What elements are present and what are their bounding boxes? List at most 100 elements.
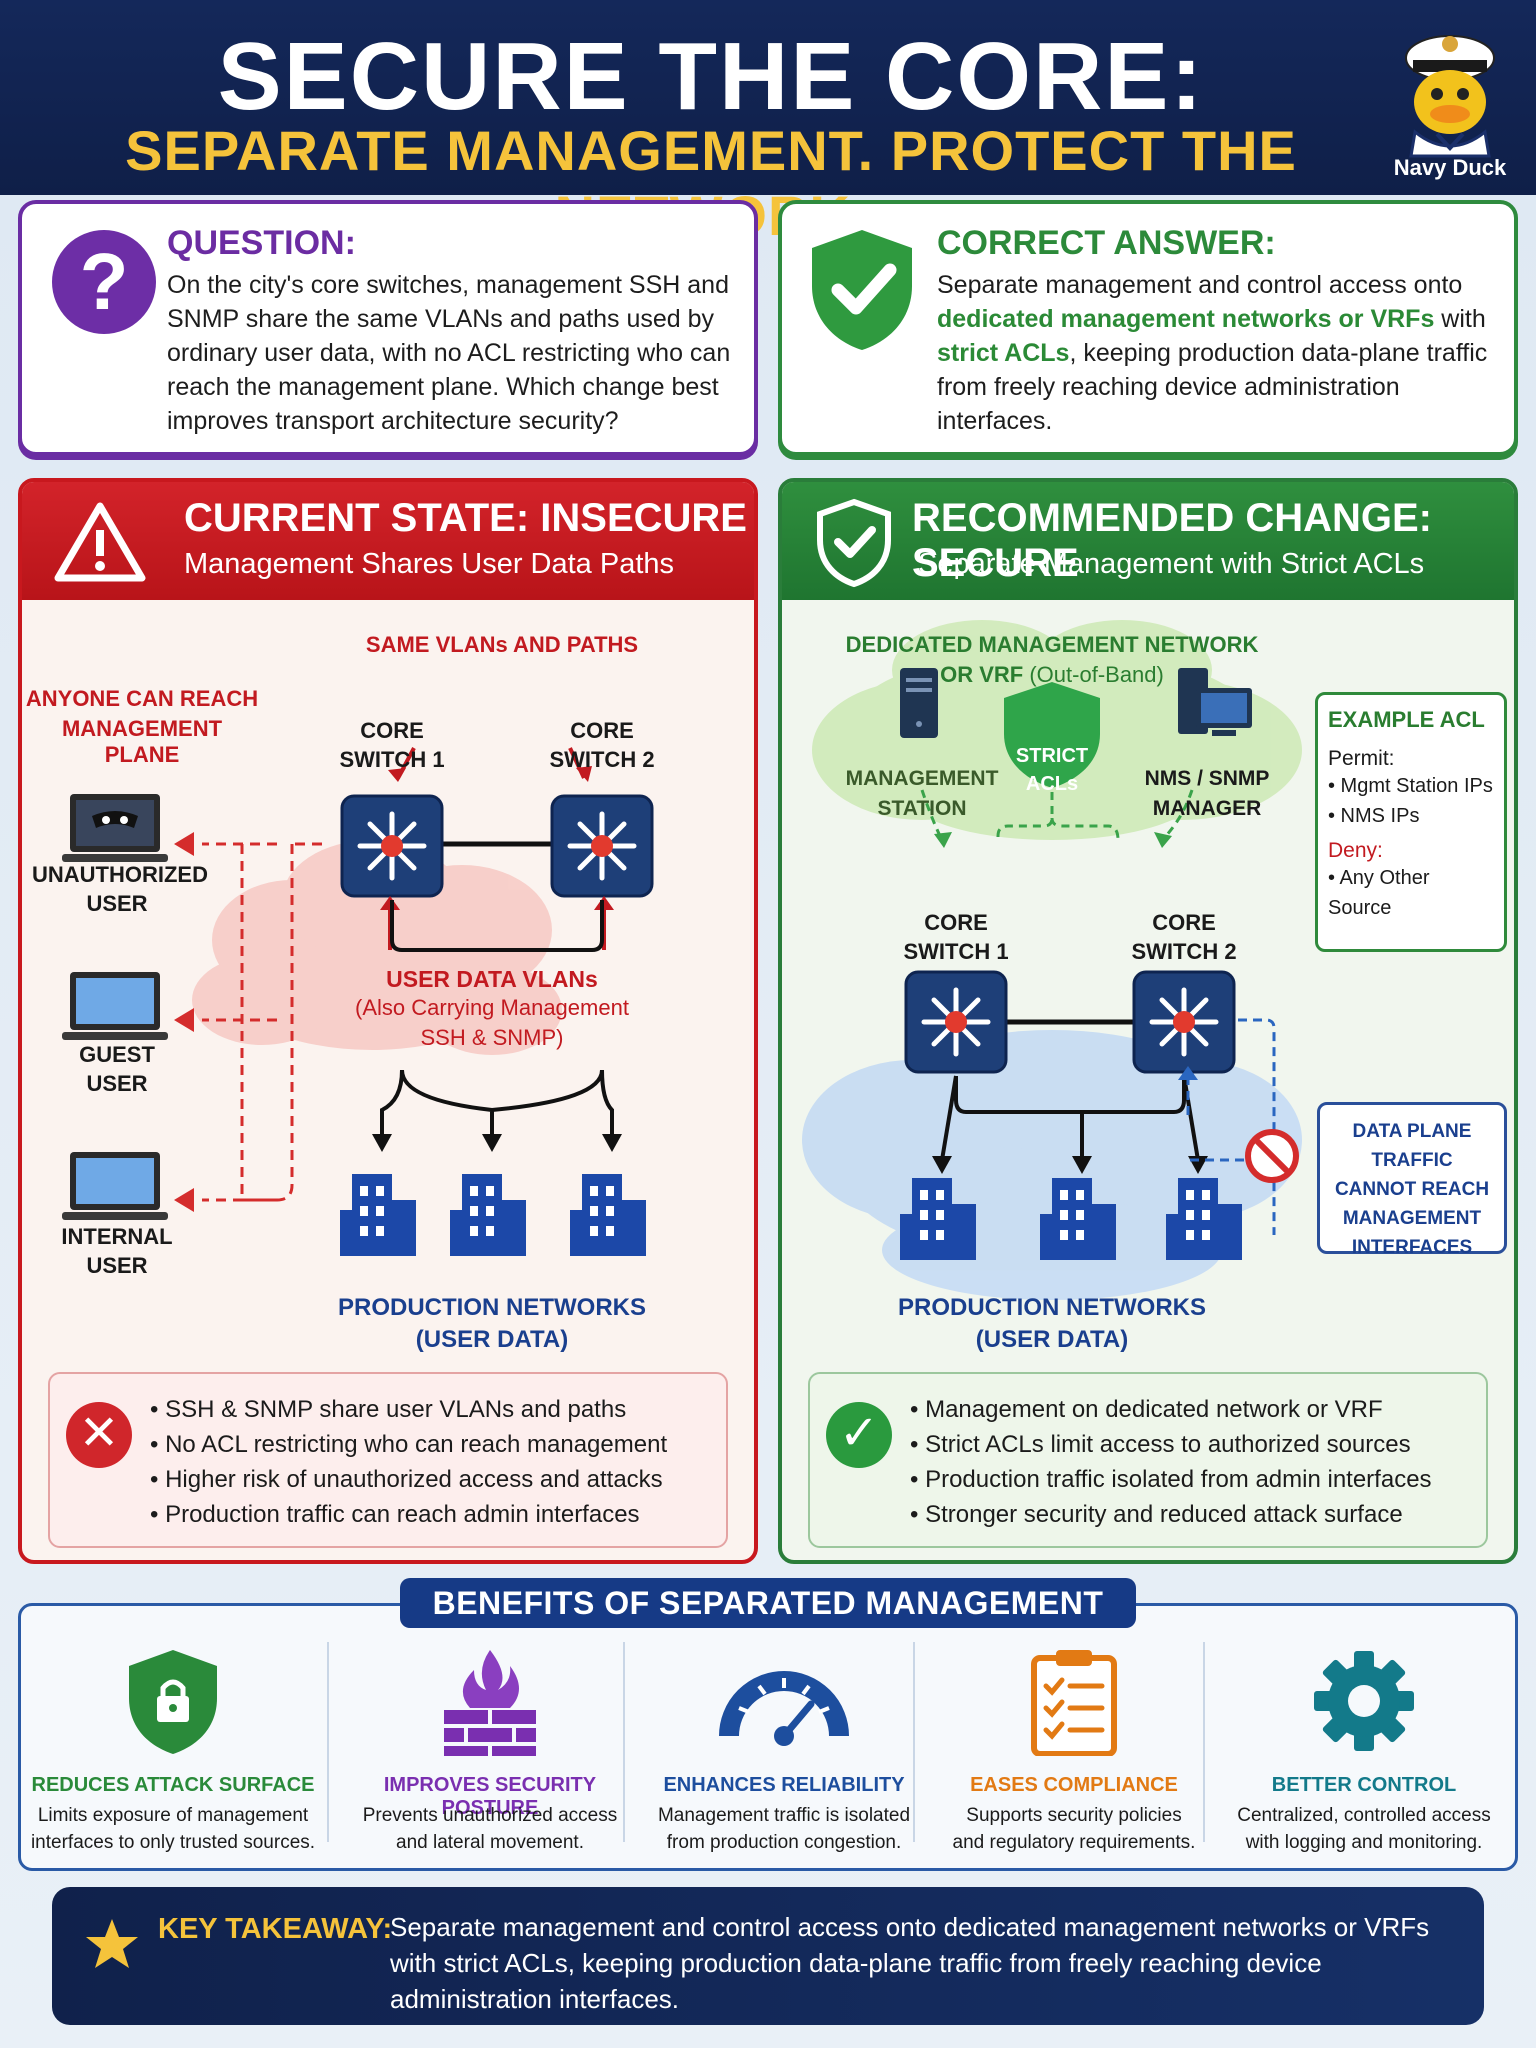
recommended-change-panel: RECOMMENDED CHANGE: SECURE Separate Mana…: [778, 478, 1518, 1564]
management-network-label: DEDICATED MANAGEMENT NETWORK OR VRF (Out…: [842, 630, 1262, 690]
navy-duck-mascot-icon: [1405, 35, 1495, 158]
benefit-title: IMPROVES SECURITY POSTURE: [383, 1774, 597, 1819]
benefits-heading: BENEFITS OF SEPARATED MANAGEMENT: [400, 1578, 1136, 1628]
user-label-line2: USER: [86, 1253, 148, 1278]
benefit-title: ENHANCES RELIABILITY: [663, 1774, 905, 1796]
recommended-subtitle: Separate Management with Strict ACLs: [918, 548, 1425, 580]
internal-user-laptop-icon: [62, 1152, 168, 1220]
key-takeaway-label: KEY TAKEAWAY:: [158, 1913, 393, 1945]
answer-heading: CORRECT ANSWER:: [937, 224, 1276, 262]
benefit-enhances-reliability: ENHANCES RELIABILITY Management traffic …: [637, 1606, 931, 1874]
insecure-network-diagram: [62, 747, 654, 1256]
data-plane-line: MANAGEMENT: [1342, 1208, 1482, 1229]
benefit-desc-line: with logging and monitoring.: [1245, 1832, 1483, 1853]
cloud-subtitle-line2: SSH & SNMP): [420, 1025, 564, 1050]
production-label-line1: PRODUCTION NETWORKS: [898, 1294, 1206, 1321]
warning-icon: [54, 502, 146, 582]
current-state-header: CURRENT STATE: INSECURE Management Share…: [22, 482, 754, 600]
answer-text-part: with: [1434, 305, 1486, 333]
blocked-icon: [1245, 1129, 1299, 1183]
core-switch-1-icon: [340, 794, 444, 898]
insecure-bullet-list: SSH & SNMP share user VLANs and paths No…: [150, 1392, 720, 1532]
benefit-desc-line: Prevents unauthorized access: [362, 1805, 618, 1826]
secure-bullet: Stronger security and reduced attack sur…: [910, 1497, 1480, 1532]
acl-permit-label: Permit:: [1328, 747, 1395, 770]
benefit-better-control: BETTER CONTROL Centralized, controlled a…: [1217, 1606, 1511, 1874]
mgmt-net-line1: DEDICATED MANAGEMENT NETWORK: [845, 632, 1259, 657]
management-station-label: MANAGEMENT STATION: [822, 764, 1022, 824]
answer-text-part: Separate management and control access o…: [937, 271, 1463, 299]
benefit-desc-line: from production congestion.: [666, 1832, 902, 1853]
insecure-bullet: Higher risk of unauthorized access and a…: [150, 1462, 720, 1497]
anyone-label-line2: MANAGEMENT PLANE: [61, 716, 223, 767]
firewall-icon: [444, 1650, 536, 1756]
recommended-title: RECOMMENDED CHANGE: SECURE: [912, 496, 1432, 585]
switch-1-label: CORE SWITCH 1: [322, 716, 462, 774]
station-label-line1: MANAGEMENT: [845, 767, 999, 790]
strict-label-line1: STRICT: [1015, 745, 1089, 767]
nms-label-line2: MANAGER: [1152, 797, 1262, 820]
divider: [913, 1642, 915, 1842]
secure-switch-1-label: CORE SWITCH 1: [886, 908, 1026, 966]
benefit-desc-line: Limits exposure of management: [37, 1805, 309, 1826]
secure-bullet: Strict ACLs limit access to authorized s…: [910, 1427, 1480, 1462]
current-state-title: CURRENT STATE: INSECURE: [184, 496, 747, 540]
station-label-line2: STATION: [877, 797, 967, 820]
gauge-icon: [719, 1671, 849, 1746]
switch-1-label-line1: CORE: [924, 910, 988, 935]
secure-network-diagram: [802, 620, 1302, 1300]
current-state-subtitle: Management Shares User Data Paths: [184, 548, 675, 580]
question-heading: QUESTION:: [167, 224, 356, 262]
acl-permit-item: • NMS IPs: [1328, 805, 1420, 827]
question-card: ? QUESTION: On the city's core switches,…: [18, 200, 758, 456]
acl-permit-item: • Mgmt Station IPs: [1328, 775, 1493, 797]
answer-card: CORRECT ANSWER: Separate management and …: [778, 200, 1518, 456]
secure-bullet-list: Management on dedicated network or VRF S…: [910, 1392, 1480, 1532]
secure-core-switch-2-icon: [1132, 970, 1236, 1074]
switch-1-label-line2: SWITCH 1: [339, 747, 445, 772]
error-x-icon: ✕: [66, 1402, 132, 1468]
gear-icon: [1314, 1651, 1414, 1751]
benefit-title: REDUCES ATTACK SURFACE: [31, 1774, 315, 1796]
data-plane-line: INTERFACES: [1351, 1237, 1473, 1258]
check-circle-icon: ✓: [826, 1402, 892, 1468]
current-state-panel: CURRENT STATE: INSECURE Management Share…: [18, 478, 758, 1564]
answer-text-part: , keeping production data-plane traffic …: [937, 339, 1488, 435]
secure-production-networks-label: PRODUCTION NETWORKS (USER DATA): [872, 1292, 1232, 1356]
mgmt-net-line2: OR VRF: [940, 662, 1030, 687]
answer-highlight-acls: strict ACLs: [937, 339, 1070, 367]
insecure-bullet: SSH & SNMP share user VLANs and paths: [150, 1392, 720, 1427]
production-buildings-icon: [340, 1174, 646, 1256]
benefit-improves-security-posture: IMPROVES SECURITY POSTURE Prevents unaut…: [343, 1606, 637, 1874]
switch-1-label-line1: CORE: [360, 718, 424, 743]
switch-1-label-line2: SWITCH 1: [903, 939, 1009, 964]
check-shield-outline-icon: [817, 498, 891, 588]
question-mark-icon: ?: [52, 230, 156, 334]
secure-summary-box: ✓ Management on dedicated network or VRF…: [808, 1372, 1488, 1548]
benefits-section: REDUCES ATTACK SURFACE Limits exposure o…: [18, 1603, 1518, 1871]
answer-highlight-networks: dedicated management networks or VRFs: [937, 305, 1435, 333]
user-label-line2: USER: [86, 1071, 148, 1096]
switch-2-label-line1: CORE: [570, 718, 634, 743]
core-switch-2-icon: [550, 794, 654, 898]
production-label-line1: PRODUCTION NETWORKS: [338, 1294, 646, 1321]
cloud-subtitle-line1: (Also Carrying Management: [355, 995, 629, 1020]
switch-2-label-line1: CORE: [1152, 910, 1216, 935]
star-icon: [86, 1919, 138, 1968]
divider: [623, 1642, 625, 1842]
insecure-bullet: No ACL restricting who can reach managem…: [150, 1427, 720, 1462]
mascot-label: Navy Duck: [1393, 155, 1507, 180]
data-plane-blocked-box: DATA PLANE TRAFFIC CANNOT REACH MANAGEME…: [1317, 1102, 1507, 1258]
production-label-line2: (USER DATA): [975, 1326, 1129, 1353]
production-label-line2: (USER DATA): [415, 1326, 569, 1353]
secure-production-buildings-icon: [900, 1178, 1242, 1260]
key-takeaway-text: Separate management and control access o…: [390, 1912, 1430, 2014]
check-shield-icon: [812, 230, 912, 350]
insecure-summary-box: ✕ SSH & SNMP share user VLANs and paths …: [48, 1372, 728, 1548]
